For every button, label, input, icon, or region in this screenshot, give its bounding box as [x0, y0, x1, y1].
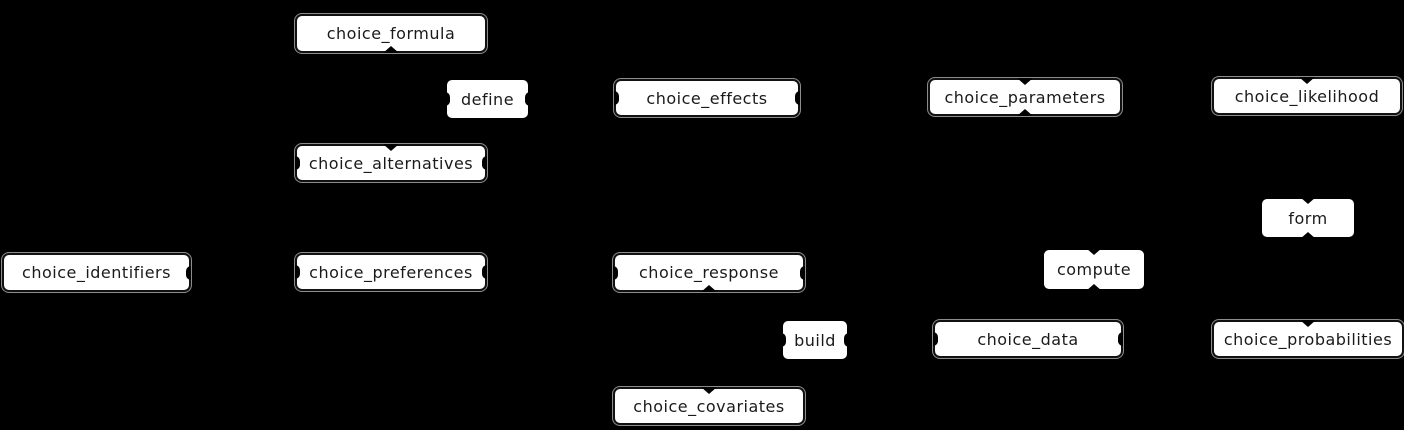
node-choice-preferences: choice_preferences — [295, 253, 487, 291]
node-label: choice_probabilities — [1223, 329, 1393, 349]
node-label: choice_preferences — [309, 262, 473, 282]
edge-notch — [701, 387, 717, 394]
edge-notch — [1017, 109, 1033, 116]
edge-notch — [613, 265, 618, 280]
edge-notch — [445, 92, 450, 106]
node-choice-effects: choice_effects — [614, 79, 800, 117]
edge-label-build: build — [781, 321, 849, 359]
node-label: choice_response — [639, 263, 779, 282]
node-label: choice_formula — [326, 24, 456, 43]
edge-label-form: form — [1262, 197, 1354, 239]
edge-notch — [482, 265, 487, 279]
node-label: choice_effects — [646, 88, 768, 108]
edge-notch — [1118, 332, 1123, 346]
node-choice-probabilities: choice_probabilities — [1212, 320, 1404, 358]
edge-notch — [781, 333, 786, 347]
edge-label-define: define — [445, 80, 530, 118]
node-choice-covariates: choice_covariates — [613, 387, 805, 425]
edge-label-text: compute — [1056, 260, 1132, 279]
edge-label-compute: compute — [1044, 248, 1144, 291]
node-choice-likelihood: choice_likelihood — [1212, 77, 1402, 115]
edge-notch — [1300, 232, 1316, 239]
edge-notch — [1300, 197, 1316, 204]
node-choice-data: choice_data — [933, 320, 1123, 358]
node-choice-response: choice_response — [613, 253, 805, 292]
edge-notch — [383, 144, 399, 151]
edge-label-text: build — [794, 330, 836, 350]
edge-notch — [525, 92, 530, 106]
edge-notch — [844, 333, 849, 347]
edge-notch — [1300, 320, 1316, 327]
node-choice-alternatives: choice_alternatives — [295, 144, 487, 182]
edge-notch — [482, 156, 487, 170]
edge-notch — [1299, 77, 1315, 84]
node-choice-identifiers: choice_identifiers — [2, 253, 191, 292]
node-label: choice_identifiers — [22, 263, 171, 282]
node-label: choice_data — [977, 329, 1079, 349]
node-choice-formula: choice_formula — [295, 14, 487, 53]
edge-notch — [1086, 284, 1102, 291]
edge-notch — [1086, 248, 1102, 255]
edge-notch — [295, 265, 300, 279]
edge-notch — [933, 332, 938, 346]
edge-label-text: define — [460, 89, 515, 109]
edge-notch — [383, 46, 399, 53]
node-label: choice_covariates — [633, 396, 785, 416]
edge-notch — [800, 265, 805, 280]
node-choice-parameters: choice_parameters — [928, 78, 1122, 116]
edge-notch — [1017, 78, 1033, 85]
edge-notch — [795, 91, 800, 105]
edge-notch — [614, 91, 619, 105]
node-label: choice_alternatives — [308, 153, 474, 173]
edge-label-text: form — [1288, 208, 1328, 228]
edge-notch — [295, 156, 300, 170]
edge-notch — [186, 265, 191, 280]
edge-notch — [701, 285, 717, 292]
node-label: choice_likelihood — [1234, 86, 1380, 106]
node-label: choice_parameters — [944, 87, 1106, 107]
